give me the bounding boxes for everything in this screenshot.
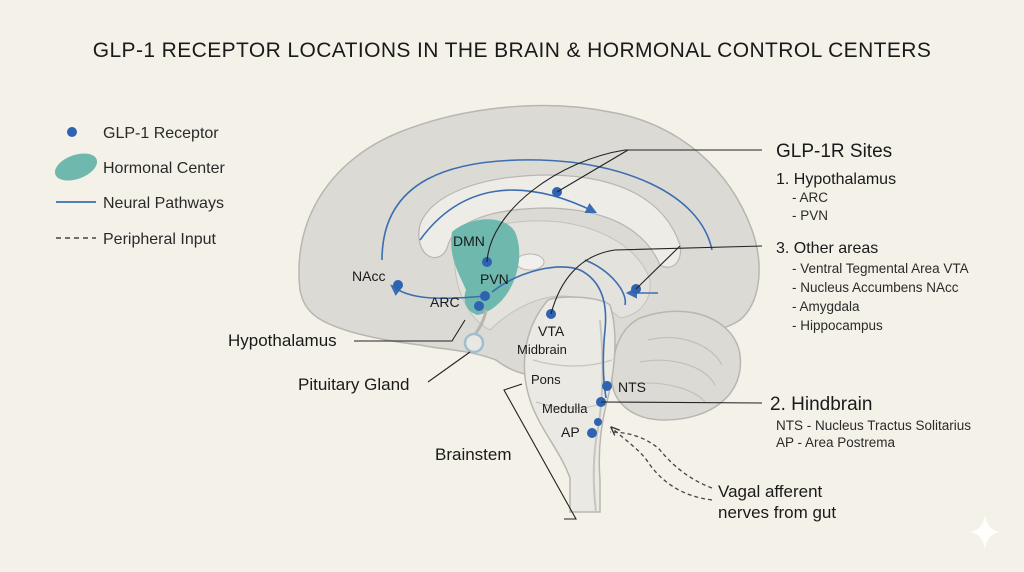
legend-hormonal-label: Hormonal Center	[103, 160, 226, 177]
receptor-dot-ap2	[594, 418, 602, 426]
receptor-dot-ap	[587, 428, 597, 438]
label-medulla: Medulla	[542, 401, 588, 416]
label-pvn: PVN	[480, 271, 509, 287]
leader-lines	[354, 149, 763, 520]
sites-other-item: - Nucleus Accumbens NAcc	[792, 280, 959, 295]
label-midbrain: Midbrain	[517, 342, 567, 357]
brainstem-shape	[523, 296, 616, 513]
legend-pathway-label: Neural Pathways	[103, 195, 224, 212]
page-title: GLP-1 RECEPTOR LOCATIONS IN THE BRAIN & …	[93, 39, 932, 62]
sparkle-icon	[970, 515, 1000, 549]
corpus-callosum	[418, 174, 682, 268]
sites-other-item: - Ventral Tegmental Area VTA	[792, 261, 969, 276]
sites-hindbrain-item: NTS - Nucleus Tractus Solitarius	[776, 418, 971, 433]
sites-hindbrain-title: 2. Hindbrain	[770, 394, 872, 415]
pituitary-gland	[463, 332, 485, 354]
sites-hindbrain-item: AP - Area Postrema	[776, 435, 896, 450]
label-nts: NTS	[618, 379, 646, 395]
sites-other-item: - Hippocampus	[792, 318, 883, 333]
hormonal-center-region	[451, 219, 520, 315]
receptor-dot-nacc	[393, 280, 403, 290]
label-nacc: NAcc	[352, 268, 385, 284]
callout-brainstem: Brainstem	[435, 445, 512, 464]
callout-pituitary: Pituitary Gland	[298, 375, 410, 394]
legend: GLP-1 Receptor Hormonal Center Neural Pa…	[54, 125, 226, 248]
callout-vagal-line1: Vagal afferent	[718, 482, 823, 501]
sites-panel: GLP-1R Sites 1. Hypothalamus - ARC - PVN…	[770, 141, 971, 450]
label-pons: Pons	[531, 372, 561, 387]
receptor-dot-nts	[602, 381, 612, 391]
sites-other-item: - Amygdala	[792, 299, 860, 314]
neural-pathways	[381, 159, 713, 399]
sites-hypothalamus-item: - ARC	[792, 190, 828, 205]
sites-hypothalamus-item: - PVN	[792, 208, 828, 223]
legend-receptor-label: GLP-1 Receptor	[103, 125, 219, 142]
callout-vagal-line2: nerves from gut	[718, 503, 836, 522]
callout-hypothalamus: Hypothalamus	[228, 331, 337, 350]
receptor-dot-arc	[474, 301, 484, 311]
vagal-input	[610, 428, 713, 501]
label-dmn: DMN	[453, 233, 485, 249]
receptor-dot-pvn	[480, 291, 490, 301]
sites-hypothalamus-title: 1. Hypothalamus	[776, 171, 896, 188]
sites-header: GLP-1R Sites	[776, 141, 892, 162]
legend-peripheral-label: Peripheral Input	[103, 231, 217, 248]
label-vta: VTA	[538, 323, 565, 339]
legend-receptor-dot	[67, 127, 77, 137]
label-ap: AP	[561, 424, 580, 440]
cerebellum	[611, 310, 742, 421]
sites-other-title: 3. Other areas	[776, 240, 878, 257]
legend-hormonal-swatch	[54, 153, 98, 181]
brain	[298, 104, 760, 513]
label-arc: ARC	[430, 294, 460, 310]
